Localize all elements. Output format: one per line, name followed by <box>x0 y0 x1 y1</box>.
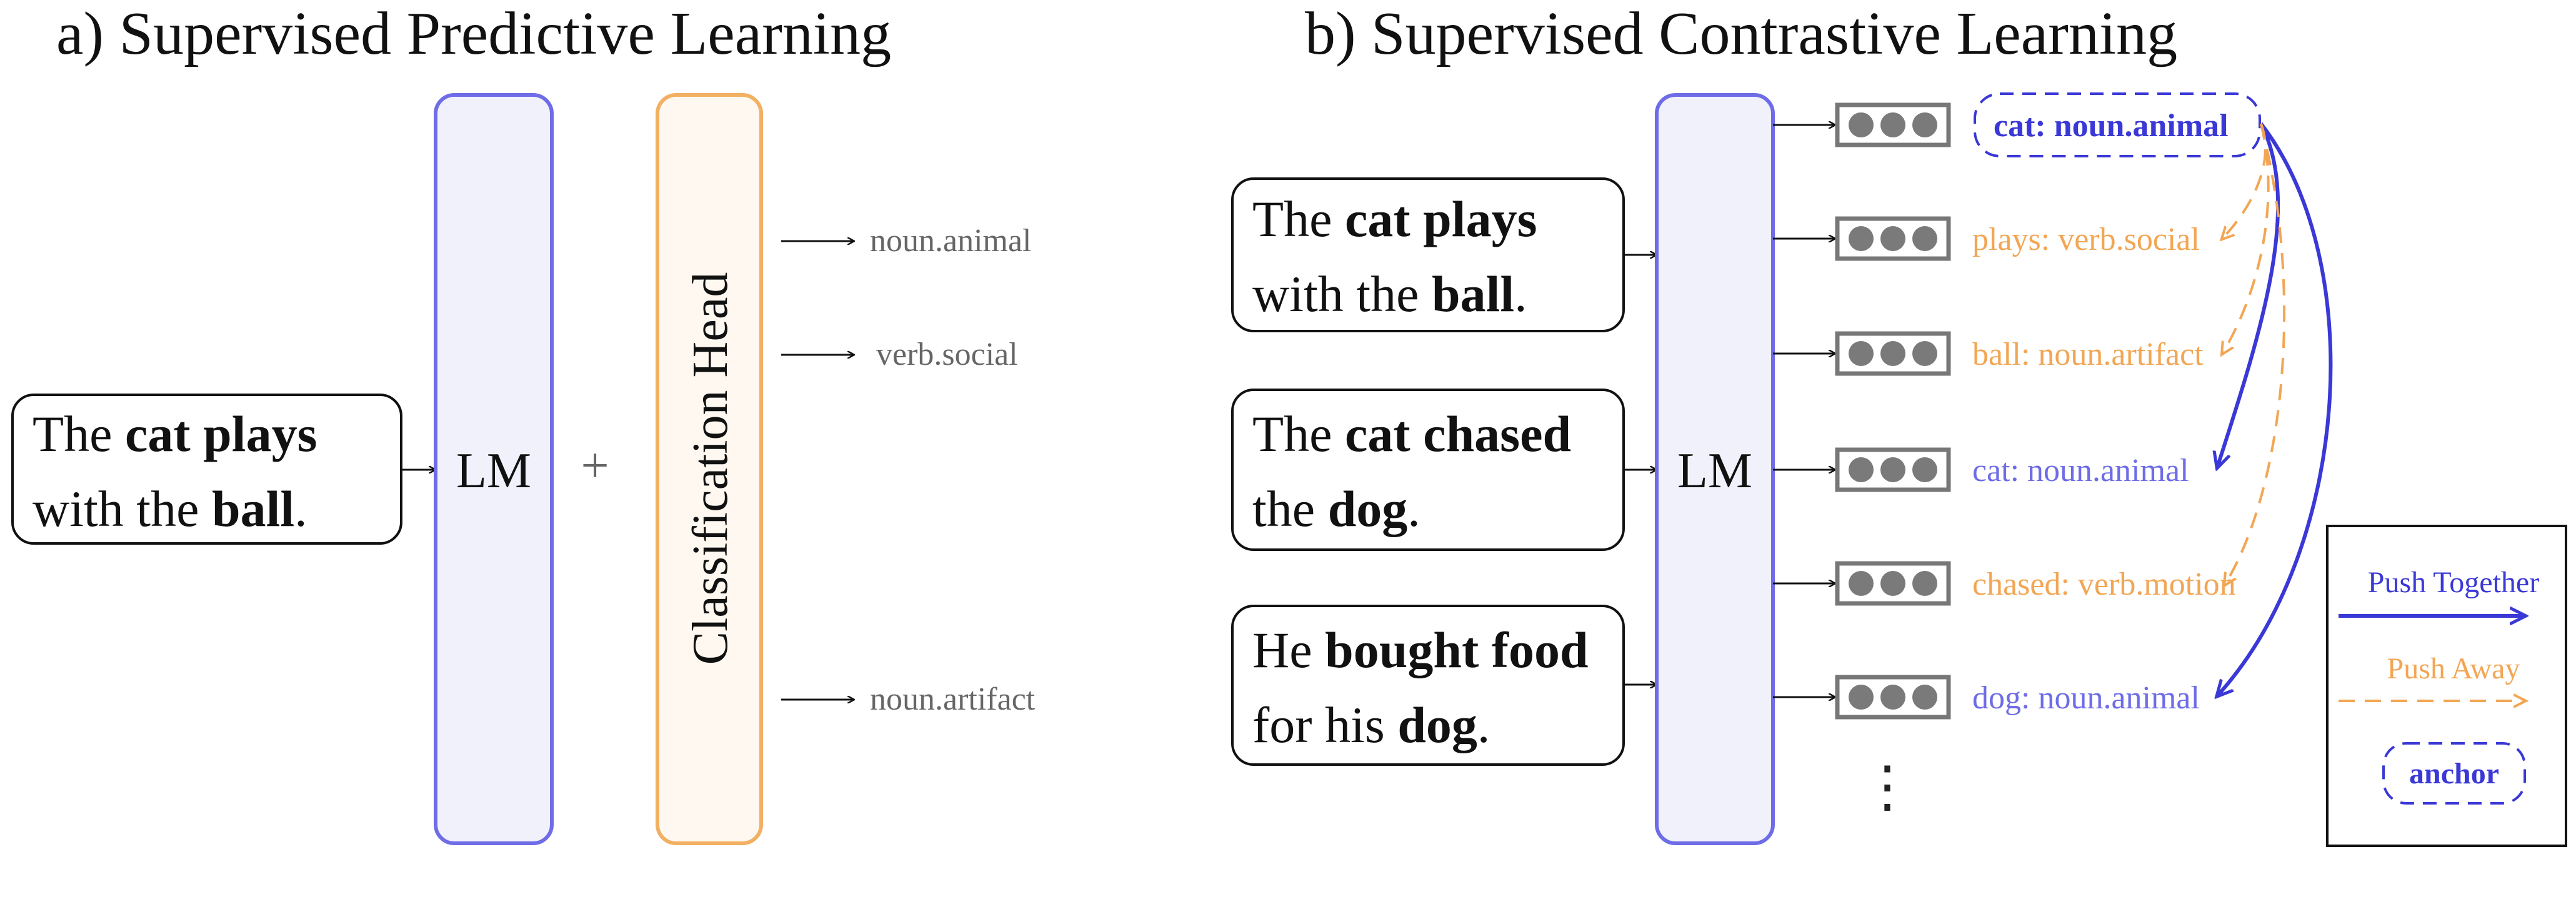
embedding-dot <box>1912 226 1937 251</box>
embedding-dot <box>1880 112 1905 137</box>
output-label-1: noun.animal <box>870 223 1032 259</box>
embedding-dot <box>1880 226 1905 251</box>
sentence-3-line-2: for his dog. <box>1252 696 1490 753</box>
embedding-label-push: ball: noun.artifact <box>1972 337 2204 372</box>
lm-label-contrastive: LM <box>1677 444 1752 498</box>
embedding-dot <box>1912 571 1937 596</box>
push-arrow-ball <box>2222 123 2270 354</box>
sentence-word: . <box>1407 480 1420 537</box>
sentence-word: with the <box>32 480 212 537</box>
sentence-2-line-2: the dog. <box>1252 480 1420 537</box>
sentence-word: the <box>1252 480 1328 537</box>
sentence-bold-word: cat chased <box>1345 405 1571 462</box>
sentence-bold-word: bought food <box>1325 622 1589 678</box>
pull-arrow-cat <box>2217 122 2280 467</box>
sentence-word: with the <box>1252 265 1432 322</box>
embedding-label-pull: cat: noun.animal <box>1972 453 2189 488</box>
sentence-1-line-1: The cat plays <box>1252 191 1537 247</box>
sentence-word: The <box>1252 191 1345 247</box>
embedding-dot <box>1849 571 1874 596</box>
pull-arrow-dog <box>2217 122 2333 696</box>
sentence-line-2: with the ball. <box>32 480 307 537</box>
embedding-label-anchor: cat: noun.animal <box>1994 108 2229 144</box>
embedding-dot <box>1912 685 1937 710</box>
title-supervised-contrastive: b) Supervised Contrastive Learning <box>1305 0 2177 67</box>
embedding-rows: cat: noun.animal plays: verb.social ball: … <box>1773 92 2261 720</box>
contrastive-panel: The cat plays with the ball. The cat cha… <box>1231 92 2333 845</box>
sentence-2-line-1: The cat chased <box>1252 405 1571 462</box>
embedding-dot <box>1849 226 1874 251</box>
embedding-row: plays: verb.social <box>1773 216 2200 261</box>
sentence-word: The <box>1252 405 1345 462</box>
embedding-dot <box>1880 341 1905 366</box>
embedding-dot <box>1912 112 1937 137</box>
contrastive-arrows <box>2217 122 2333 696</box>
embedding-dot <box>1849 112 1874 137</box>
embedding-dot <box>1849 341 1874 366</box>
sentence-word: He <box>1252 622 1325 678</box>
ellipsis: ⋮ <box>1859 756 1915 818</box>
legend-push-together-label: Push Together <box>2368 566 2539 599</box>
sentence-word: . <box>1477 696 1490 753</box>
classification-head-block <box>656 93 763 845</box>
plus-sign: + <box>581 439 609 493</box>
sentence-bold-word: ball <box>212 480 294 537</box>
sentence-bold-word: cat plays <box>1345 191 1537 247</box>
output-label-2: verb.social <box>876 337 1018 372</box>
embedding-row: dog: noun.animal <box>1773 675 2200 720</box>
sentence-bold-word: dog <box>1328 480 1408 537</box>
sentence-bold-word: cat plays <box>125 405 317 462</box>
embedding-dot <box>1912 341 1937 366</box>
classification-head-label: Classification Head <box>683 272 738 665</box>
sentence-word: . <box>294 480 307 537</box>
lm-block <box>434 93 554 845</box>
legend: Push Together Push Away anchor <box>2326 525 2567 847</box>
predictive-panel: The cat plays with the ball. LM + Classi… <box>11 93 1036 845</box>
legend-anchor-label: anchor <box>2409 757 2499 790</box>
embedding-row: ball: noun.artifact <box>1773 331 2204 376</box>
legend-push-away-label: Push Away <box>2387 652 2520 685</box>
embedding-dot <box>1912 457 1937 482</box>
output-label-3: noun.artifact <box>870 681 1036 717</box>
sentence-3-line-1: He bought food <box>1252 622 1589 678</box>
embedding-dot <box>1880 685 1905 710</box>
sentence-word: for his <box>1252 696 1397 753</box>
embedding-row: cat: noun.animal <box>1773 447 2189 492</box>
sentence-line-1: The cat plays <box>32 405 317 462</box>
push-arrow-chased <box>2225 123 2286 585</box>
embedding-dot <box>1849 685 1874 710</box>
embedding-row: cat: noun.animal <box>1773 92 2261 157</box>
embedding-dot <box>1880 457 1905 482</box>
sentence-word: The <box>32 405 125 462</box>
embedding-label-pull: dog: noun.animal <box>1972 680 2200 716</box>
embedding-dot <box>1849 457 1874 482</box>
sentence-word: . <box>1514 265 1527 322</box>
embedding-row: chased: verb.motion <box>1773 561 2236 606</box>
legend-box <box>2326 525 2567 847</box>
embedding-label-push: plays: verb.social <box>1972 222 2200 257</box>
sentence-1-line-2: with the ball. <box>1252 265 1527 322</box>
lm-label: LM <box>456 444 531 498</box>
sentence-bold-word: dog <box>1397 696 1477 753</box>
embedding-label-push: chased: verb.motion <box>1972 567 2236 602</box>
legend-anchor-box <box>2382 742 2526 805</box>
title-supervised-predictive: a) Supervised Predictive Learning <box>56 0 891 67</box>
embedding-dot <box>1880 571 1905 596</box>
sentence-bold-word: ball <box>1432 265 1514 322</box>
